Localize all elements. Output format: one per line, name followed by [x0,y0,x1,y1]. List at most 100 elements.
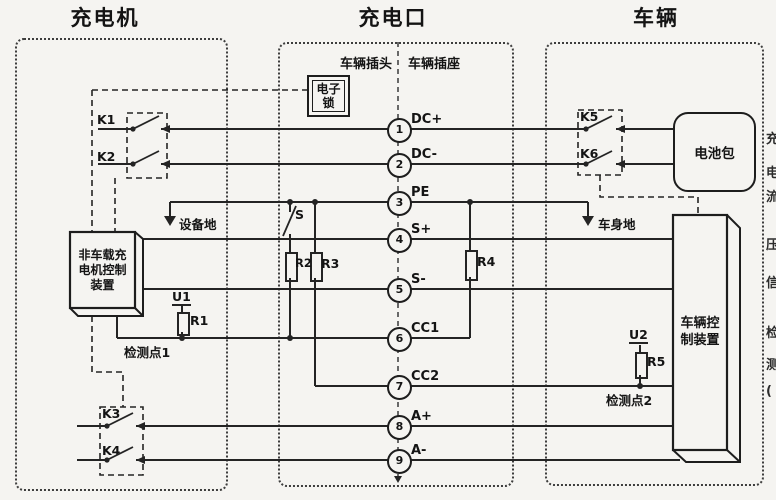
resistor-r2 [285,252,298,282]
electronic-lock-label: 电子 [316,81,341,96]
pin-4: 4 [387,228,412,253]
k1-label: K1 [97,112,116,127]
battery-pack-label: 电池包 [694,146,735,162]
charger-enclosure [15,38,228,491]
charger-controller-label: 非车载充 电机控制 装置 [70,232,135,308]
pin-5: 5 [387,278,412,303]
k2-label: K2 [97,149,116,164]
u2-label: U2 [629,327,648,344]
edge-text-fragment: 压 [766,238,776,253]
vehicle-controller-label-line: 制装置 [680,332,720,348]
pin-2-label: DC- [411,147,438,162]
pin-3-label: PE [411,185,430,200]
test-point-1-label: 检测点1 [124,345,171,360]
k1-k2-contactor-box [126,112,168,179]
charger-controller-box [68,230,137,310]
body-ground-label: 车身地 [598,217,636,232]
charger-section-title: 充电机 [70,6,140,30]
pin-7-label: CC2 [411,369,440,384]
junction-dot [287,199,293,205]
pin-8: 8 [387,415,412,440]
pin-7: 7 [387,375,412,400]
vehicle-controller-label-line: 车辆控 [680,315,720,331]
pin-5-label: S- [411,272,426,287]
electronic-lock-box: 电子 锁 [307,75,350,117]
electronic-lock-label: 锁 [322,96,335,110]
pin-6: 6 [387,327,412,352]
divider-end-tick [394,476,402,483]
junction-dot [287,335,293,341]
r3-label: R3 [321,256,340,271]
charger-controller-box-bevel [69,231,144,317]
edge-text-fragment: 流 [766,190,776,205]
vehicle-controller-box [671,213,729,452]
k6-label: K6 [580,146,599,161]
port-section-title: 充电口 [358,6,428,30]
contact-dot [583,161,589,167]
control-signal-dashed-lines [91,89,699,407]
junction-dot [312,199,318,205]
battery-pack-box: 电池包 [673,112,756,192]
vehicle-section-title: 车辆 [633,6,679,30]
pin-2: 2 [387,153,412,178]
equipment-ground-label: 设备地 [179,217,217,232]
junction-dot [467,199,473,205]
test-point-1-dot [179,335,185,341]
vehicle-plug-label: 车辆插头 [339,57,392,72]
k3-k4-contactor-box [99,406,144,476]
k5-label: K5 [580,109,599,124]
charger-controller-label-line: 装置 [90,277,115,292]
test-point-2-dot [637,383,643,389]
k4-label: K4 [102,443,121,458]
pin-8-label: A+ [411,409,432,424]
pin-9: 9 [387,449,412,474]
charging-port-enclosure [278,42,514,487]
edge-text-fragment: 电 [766,166,776,181]
pin-1-label: DC+ [411,112,443,127]
wire-cc1 [116,277,471,339]
r1-label: R1 [190,313,209,328]
edge-text-fragment: 信 [766,276,776,291]
edge-text-fragment: 测 [766,358,776,373]
k2-contact-arrow [161,160,170,168]
edge-text-fragment: ( [766,384,772,399]
resistor-r3 [310,252,323,282]
pin-3: 3 [387,191,412,216]
contact-dot [130,161,136,167]
wire-cc2 [314,278,673,387]
r5-label: R5 [647,354,666,369]
r4-label: R4 [477,254,496,269]
edge-text-fragment: 充 [766,132,776,147]
contact-dot [104,457,110,463]
contact-dot [130,126,136,132]
switch-blades [106,115,613,461]
s-switch-label: S [295,207,305,222]
test-point-2-label: 检测点2 [606,393,653,408]
vehicle-enclosure [545,42,764,486]
k1-contact-arrow [161,125,170,133]
contact-dot [583,126,589,132]
equipment-ground-arrow [164,216,176,226]
k5-k6-contactor-box [577,109,623,176]
k5-contact-arrow [616,125,625,133]
pin-9-label: A- [411,443,427,458]
pin-4-label: S+ [411,222,432,237]
vehicle-socket-label: 车辆插座 [408,57,461,72]
r2-label: R2 [295,256,312,270]
contact-dot [104,423,110,429]
resistor-r1 [177,312,190,336]
wire-pe [169,201,589,216]
k3-label: K3 [102,406,121,421]
resistor-r5 [635,352,648,379]
body-ground-arrow [582,216,594,226]
vehicle-controller-label: 车辆控 制装置 [673,215,727,450]
pin-6-label: CC1 [411,321,440,336]
vehicle-controller-box-bevel [672,214,741,463]
resistor-r4 [465,250,478,281]
charger-controller-label-line: 非车载充 [78,247,127,262]
k6-contact-arrow [616,160,625,168]
charger-controller-label-line: 电机控制 [78,262,127,277]
edge-text-fragment: 检 [766,326,776,341]
